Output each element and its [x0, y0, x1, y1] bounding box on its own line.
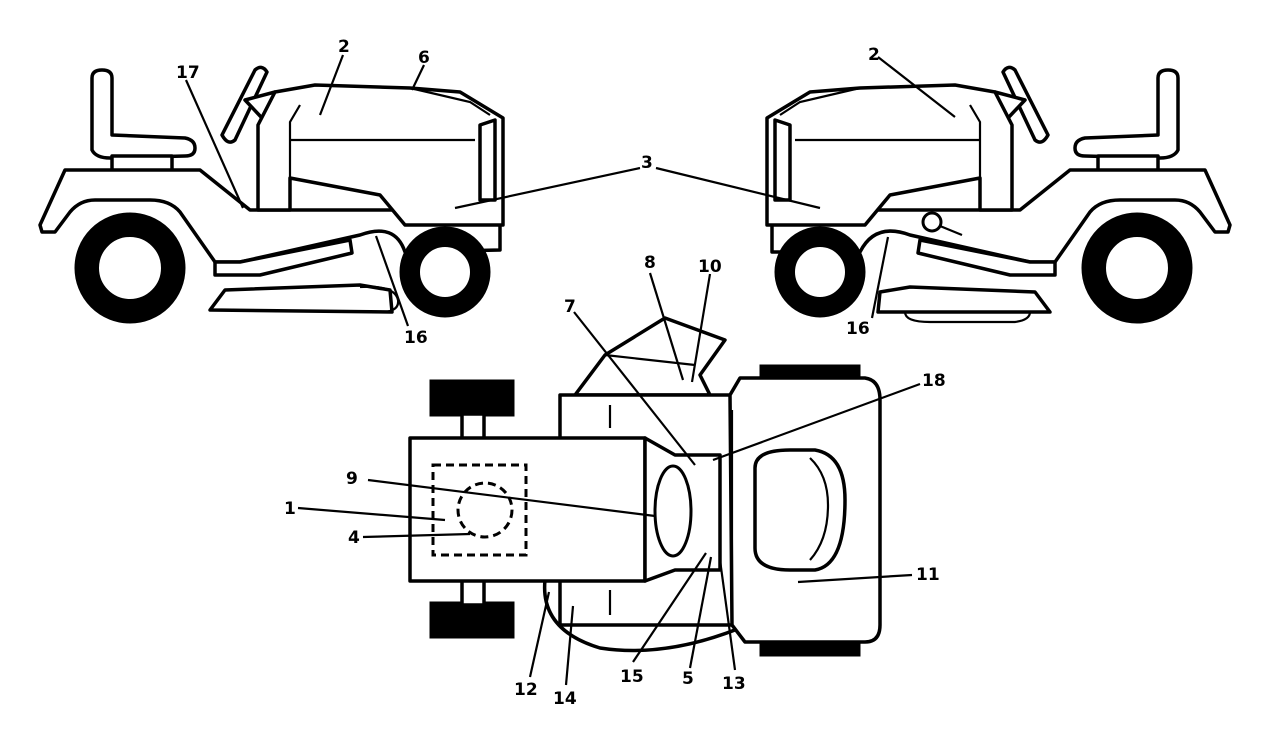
callout-labels: 17 2 6 3 16 2 16 8 10 7 18 9 1 4 11 12 1… — [176, 37, 946, 709]
callout-5: 5 — [682, 669, 694, 689]
callout-2-left: 2 — [338, 37, 350, 57]
callout-8: 8 — [644, 253, 656, 273]
callout-7: 7 — [564, 297, 576, 317]
callout-12: 12 — [514, 680, 538, 700]
callout-13: 13 — [722, 674, 746, 694]
callout-15: 15 — [620, 667, 644, 687]
callout-11: 11 — [916, 565, 940, 585]
tractor-left-side-view — [38, 65, 505, 324]
callout-4: 4 — [348, 528, 360, 548]
callout-18: 18 — [922, 371, 946, 391]
callout-2-right: 2 — [868, 45, 880, 65]
callout-14: 14 — [553, 689, 577, 709]
callout-3: 3 — [641, 153, 653, 173]
callout-16-right: 16 — [846, 319, 870, 339]
callout-6: 6 — [418, 48, 430, 68]
callout-17: 17 — [176, 63, 200, 83]
callout-16-left: 16 — [404, 328, 428, 348]
callout-1: 1 — [284, 499, 296, 519]
callout-10: 10 — [698, 257, 722, 277]
leader-lines — [184, 54, 956, 686]
tractor-right-side-view — [765, 65, 1232, 324]
tractor-top-view — [408, 316, 882, 657]
callout-9: 9 — [346, 469, 358, 489]
